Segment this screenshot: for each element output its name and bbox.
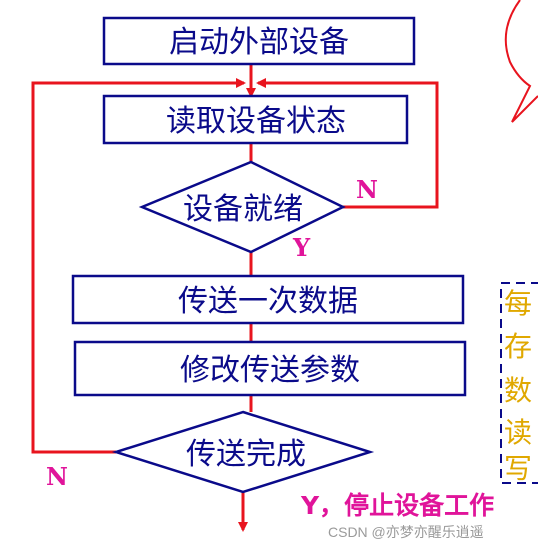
done-yes-label: Y，停止设备工作 [300,491,494,520]
ready-yes-label: Y [292,233,311,262]
side-note: 每 存 数 读 写 [504,287,532,485]
side-note-char: 数 [504,374,532,407]
side-note-char: 写 [504,452,532,485]
step-transfer-once: 传送一次数据 [71,274,465,325]
side-note-char: 每 [504,287,532,320]
decision-transfer-done: 传送完成 [111,410,375,494]
done-no-label: N [46,462,68,491]
side-note-frame [500,282,538,484]
side-note-char: 读 [504,416,532,449]
side-note-char: 存 [504,330,532,363]
decision-transfer-done-label: 传送完成 [186,437,306,472]
decision-device-ready: 设备就绪 [138,160,346,254]
step-start-device: 启动外部设备 [102,16,416,66]
decision-device-ready-label: 设备就绪 [183,192,303,227]
step-start-device-label: 启动外部设备 [169,25,349,60]
step-read-status-label: 读取设备状态 [166,104,346,139]
step-modify-params: 修改传送参数 [73,340,467,397]
ready-no-label: N [356,175,378,204]
watermark: CSDN @亦梦亦醒乐逍遥 [328,524,484,540]
step-read-status: 读取设备状态 [102,94,409,145]
step-modify-params-label: 修改传送参数 [180,353,360,388]
step-transfer-once-label: 传送一次数据 [178,284,358,319]
speech-bubble [504,0,538,123]
